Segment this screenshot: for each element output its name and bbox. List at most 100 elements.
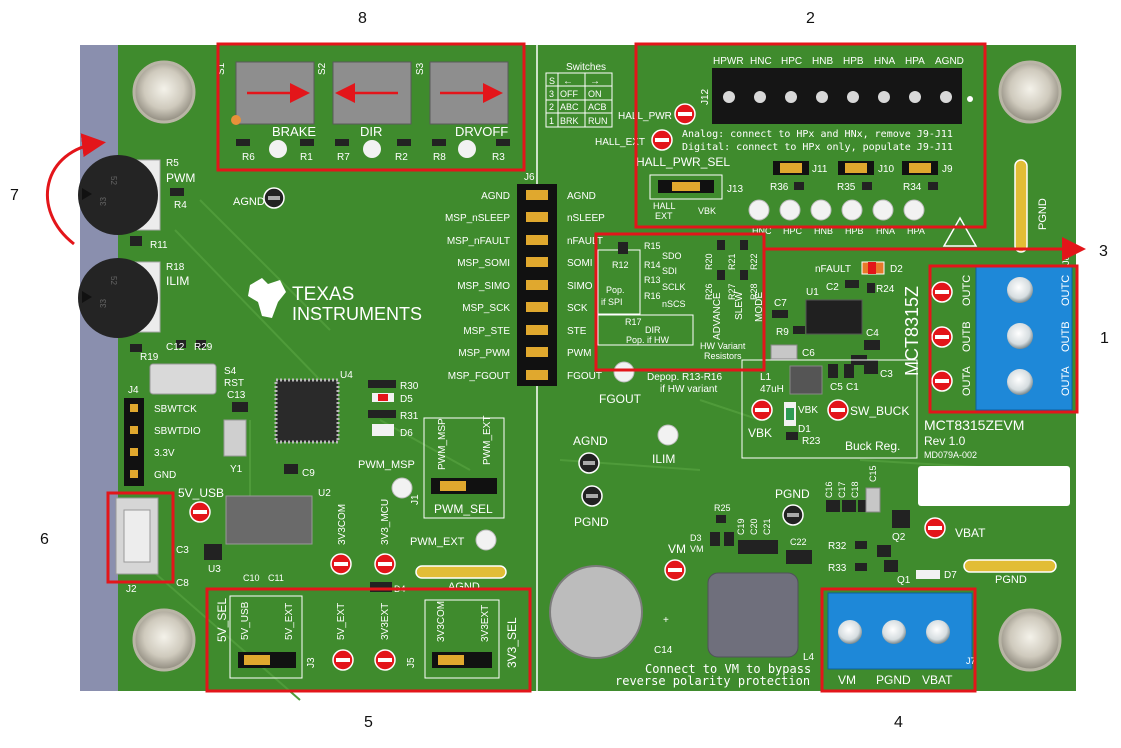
j6-left-pin: MSP_SOMI (457, 258, 510, 269)
hall-pwr-label: HALL_PWR (618, 111, 672, 122)
r12-label: R12 (612, 260, 629, 270)
5v-sel-jumper[interactable] (244, 655, 270, 665)
j6-left-pin: MSP_nFAULT (447, 236, 510, 247)
vbat-label: VBAT (955, 526, 986, 540)
nfault-label: nFAULT (815, 264, 851, 275)
hall-connector-j12[interactable] (712, 68, 962, 124)
r29-label: R29 (194, 342, 213, 353)
j3-5v-usb-label: 5V_USB (240, 601, 251, 640)
ilim-testpoint[interactable] (657, 424, 679, 446)
u3-label: U3 (208, 564, 221, 575)
hw-variant-label: HW Variant (700, 341, 746, 351)
pwm-sel-jumper[interactable] (440, 481, 466, 491)
hall-tp-label: HPC (783, 226, 803, 236)
c7-label: C7 (774, 298, 787, 309)
j11-jumper[interactable] (780, 163, 802, 173)
terminal-screw-pgnd[interactable] (882, 620, 906, 644)
terminal-screw-vbat[interactable] (926, 620, 950, 644)
j6-right-pin: PWM (567, 348, 591, 359)
j10-jumper[interactable] (845, 163, 867, 173)
hall-tp-label: HNB (814, 226, 833, 236)
terminal-screw-outa[interactable] (1007, 369, 1033, 395)
depop-note-2: if HW variant (660, 384, 717, 395)
j4-header[interactable] (124, 398, 144, 486)
c16-label: C16 (824, 481, 834, 498)
vm-label: VM (668, 542, 686, 556)
mounting-hole-br (998, 608, 1062, 672)
hall-pin-label: HNC (750, 56, 772, 67)
j9-label: J9 (942, 164, 953, 175)
callout-number-1: 1 (1100, 330, 1109, 347)
hall-ext-jumper-label-a: HALL (653, 201, 676, 211)
j6-left-pin: MSP_nSLEEP (445, 213, 510, 224)
d2-label: D2 (890, 264, 903, 275)
mode-label: MODE (754, 292, 765, 322)
callout-number-8: 8 (358, 10, 367, 27)
if-spi-label: if SPI (601, 297, 623, 307)
3v3-sel-jumper[interactable] (438, 655, 464, 665)
terminal-screw-vm[interactable] (838, 620, 862, 644)
hall-pin-label: AGND (935, 56, 964, 67)
pwm-potentiometer[interactable] (78, 155, 158, 235)
terminal-screw-outb[interactable] (1007, 323, 1033, 349)
right-arrow-icon: → (590, 76, 600, 87)
pop-hw-label: Pop. if HW (626, 335, 670, 345)
table-cell: BRK (560, 116, 579, 126)
r1-label: R1 (300, 152, 313, 163)
ilim-label: ILIM (166, 274, 189, 288)
drvoff-label: DRVOFF (455, 124, 508, 139)
callout-box-1 (928, 264, 1079, 414)
ilim-potentiometer[interactable] (78, 258, 158, 338)
hall-pwr-jumper[interactable] (672, 182, 700, 191)
l4-label: L4 (803, 652, 815, 663)
r33-label: R33 (828, 563, 847, 574)
r25-label: R25 (714, 503, 731, 513)
crystal-y1 (223, 419, 247, 457)
r21-label: R21 (727, 253, 737, 270)
table-cell: ON (588, 89, 602, 99)
r20-label: R20 (704, 253, 714, 270)
j6-right-pin: nFAULT (567, 236, 603, 247)
reset-button[interactable] (149, 363, 217, 395)
rotate-arrow-icon (45, 133, 106, 246)
r36-label: R36 (770, 182, 789, 193)
r19-label: R19 (140, 352, 159, 363)
agnd-post[interactable] (415, 565, 507, 579)
j4-pin-label: GND (154, 470, 176, 481)
r18-label: R18 (166, 262, 185, 273)
r28-label: R28 (749, 283, 759, 300)
d3-label: D3 (690, 533, 702, 543)
pwm-ext-testpoint[interactable] (475, 529, 497, 551)
j1-label: J1 (410, 494, 421, 505)
d5-label: D5 (400, 394, 413, 405)
brand-line1: TEXAS (292, 284, 354, 305)
c5-label: C5 (830, 382, 843, 393)
left-arrow-icon: ← (563, 76, 573, 87)
pwm-label: PWM (166, 171, 195, 185)
fgout-testpoint[interactable] (613, 361, 635, 383)
s4-label: S4 (224, 366, 237, 377)
pwm-msp-testpoint[interactable] (391, 477, 413, 499)
pwm-ext-label: PWM_EXT (410, 536, 465, 548)
terminal-screw-outc[interactable] (1007, 277, 1033, 303)
pgnd-bottom-post[interactable] (963, 559, 1057, 573)
callout-number-3: 3 (1099, 243, 1108, 260)
pgnd-bottom-label: PGND (995, 574, 1027, 586)
s1-label: S1 (216, 62, 227, 75)
c1-label: C1 (846, 382, 859, 393)
brand-line2: INSTRUMENTS (292, 304, 422, 324)
c6-label: C6 (802, 348, 815, 359)
mounting-hole-bl (132, 608, 196, 672)
c3-label-usb: C3 (176, 545, 189, 556)
j9-jumper[interactable] (909, 163, 931, 173)
c9-label: C9 (302, 468, 315, 479)
j6-left-pin: MSP_SCK (462, 303, 510, 314)
power-select-area: 5V_SEL 5V_USB 5V_EXT J3 5V_EXT 3V3EXT J5… (215, 595, 519, 679)
mounting-hole-tr (998, 60, 1062, 124)
u4-label: U4 (340, 370, 353, 381)
y1-label: Y1 (230, 464, 243, 475)
callout-box-2 (634, 42, 987, 229)
serial-label-blank (918, 466, 1070, 506)
pgnd-post[interactable] (1014, 159, 1028, 253)
r8-label: R8 (433, 152, 446, 163)
